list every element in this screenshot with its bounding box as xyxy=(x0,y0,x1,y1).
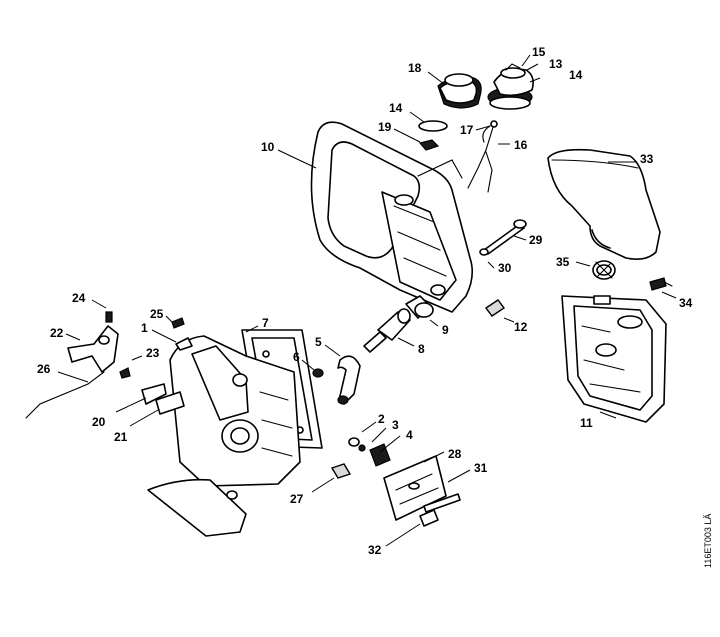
callout-7: 7 xyxy=(262,316,269,330)
part-1-pin xyxy=(175,337,193,351)
part-4-plug xyxy=(369,443,391,467)
part-19-retainer xyxy=(418,139,440,151)
callout-8: 8 xyxy=(418,342,425,356)
part-14-seal-ring xyxy=(418,120,448,132)
part-9-buffer xyxy=(405,295,434,319)
part-10-handle-frame xyxy=(310,121,474,313)
callout-29: 29 xyxy=(529,233,543,247)
part-27-stud xyxy=(330,463,352,479)
callout-3: 3 xyxy=(392,418,399,432)
part-11-housing xyxy=(561,295,667,423)
callout-16: 16 xyxy=(514,138,528,152)
callout-13: 13 xyxy=(549,57,563,71)
part-18-tank-cap xyxy=(437,73,482,109)
part-34-screw xyxy=(649,277,673,291)
part-6-plug xyxy=(312,368,324,378)
part-23-clip xyxy=(119,367,131,379)
callout-1: 1 xyxy=(141,321,148,335)
part-13-tank-cap xyxy=(487,63,534,110)
callout-19: 19 xyxy=(378,120,392,134)
part-20-bracket xyxy=(141,383,167,405)
callout-32: 32 xyxy=(368,543,382,557)
callout-2: 2 xyxy=(378,412,385,426)
part-28-plate xyxy=(383,455,447,521)
part-24-spring xyxy=(105,311,113,323)
callout-25: 25 xyxy=(150,307,164,321)
part-31-pin xyxy=(423,493,461,513)
part-25-pin xyxy=(171,317,185,329)
callout-14-lower: 14 xyxy=(389,101,403,115)
part-5-hose xyxy=(337,355,361,405)
part-3-ring xyxy=(358,444,366,452)
part-32-screw xyxy=(419,509,439,527)
callout-33: 33 xyxy=(640,152,654,166)
callout-10: 10 xyxy=(261,140,275,154)
callout-9: 9 xyxy=(442,323,449,337)
part-21-bracket xyxy=(155,391,185,415)
callout-26: 26 xyxy=(37,362,51,376)
callout-11: 11 xyxy=(580,416,593,430)
callout-27: 27 xyxy=(290,492,304,506)
callout-30: 30 xyxy=(498,261,512,275)
part-2-washer xyxy=(348,437,360,447)
diagram-reference-code: 116ET003 LÄ xyxy=(703,514,713,568)
callout-15: 15 xyxy=(532,45,546,59)
part-22-lever xyxy=(67,325,119,373)
part-35-spring xyxy=(592,260,616,280)
callout-34: 34 xyxy=(679,296,693,310)
callout-4: 4 xyxy=(406,428,413,442)
callout-22: 22 xyxy=(50,326,64,340)
callout-labels: 15 18 13 14 14 19 17 16 10 33 29 30 35 3… xyxy=(37,45,693,557)
callout-20: 20 xyxy=(92,415,106,429)
callout-28: 28 xyxy=(448,447,462,461)
leader-lines xyxy=(57,54,677,547)
part-29-bolt xyxy=(479,219,527,256)
callout-31: 31 xyxy=(474,461,488,475)
part-crankcase xyxy=(147,335,301,537)
callout-12: 12 xyxy=(514,320,528,334)
callout-17: 17 xyxy=(460,123,474,137)
callout-5: 5 xyxy=(315,335,322,349)
part-33-cover xyxy=(547,148,661,260)
callout-35: 35 xyxy=(556,255,570,269)
callout-23: 23 xyxy=(146,346,160,360)
callout-24: 24 xyxy=(72,291,86,305)
part-8-connector xyxy=(363,308,411,353)
part-12-bolt xyxy=(484,299,506,317)
part-26-rod xyxy=(25,371,105,419)
callout-6: 6 xyxy=(293,350,300,364)
callout-21: 21 xyxy=(114,430,128,444)
part-16-linkage xyxy=(467,120,498,193)
callout-14-upper: 14 xyxy=(569,68,583,82)
callout-18: 18 xyxy=(408,61,422,75)
